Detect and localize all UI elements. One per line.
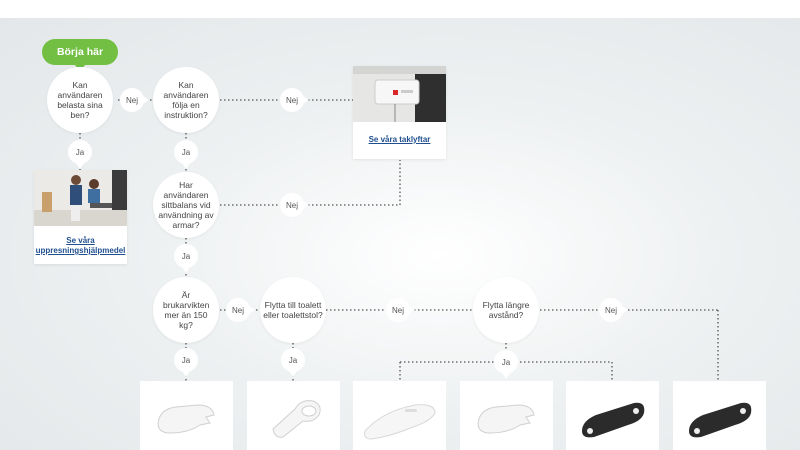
answer-yes-tag: Ja bbox=[68, 140, 92, 169]
question-node-toilet: Flytta till toalett eller toalettstol? bbox=[260, 277, 326, 343]
question-node-distance: Flytta längre avstånd? bbox=[473, 277, 539, 343]
product-card-3[interactable] bbox=[353, 381, 446, 450]
answer-yes-tag: Ja bbox=[174, 244, 198, 273]
product-card-6[interactable] bbox=[673, 381, 766, 450]
answer-yes-tag: Ja bbox=[174, 140, 198, 169]
question-node-instruction: Kan användaren följa en instruktion? bbox=[153, 67, 219, 133]
answer-yes-tag: Ja bbox=[174, 348, 198, 377]
ceiling-lift-photo bbox=[353, 66, 446, 122]
start-badge: Börja här bbox=[42, 39, 118, 71]
board-icon bbox=[477, 404, 535, 434]
standing-aids-card[interactable]: Se våra uppresningshjälpmedel bbox=[34, 170, 127, 264]
answer-yes-tag: Ja bbox=[281, 348, 305, 377]
answer-no-tag: Nej bbox=[226, 298, 255, 322]
product-card-1[interactable] bbox=[140, 381, 233, 450]
answer-no-tag: Nej bbox=[280, 193, 309, 217]
product-card-5[interactable] bbox=[566, 381, 659, 450]
board-icon bbox=[157, 404, 215, 434]
product-card-4[interactable] bbox=[460, 381, 553, 450]
question-node-sitting-balance: Har användaren sittbalans vid användning… bbox=[153, 172, 219, 238]
slide-board-icon bbox=[364, 404, 436, 440]
question-node-weight: Är brukarvikten mer än 150 kg? bbox=[153, 277, 219, 343]
ceiling-lift-link[interactable]: Se våra taklyftar bbox=[368, 135, 431, 144]
answer-no-tag: Nej bbox=[120, 88, 149, 112]
product-card-2[interactable] bbox=[247, 381, 340, 450]
dark-board-icon bbox=[689, 402, 752, 438]
toilet-board-icon bbox=[272, 400, 321, 438]
dark-board-icon bbox=[582, 402, 645, 438]
question-node-legs: Kan användaren belasta sina ben? bbox=[47, 67, 113, 133]
standing-aids-link[interactable]: Se våra uppresningshjälpmedel bbox=[35, 236, 126, 255]
answer-no-tag: Nej bbox=[599, 298, 628, 322]
answer-no-tag: Nej bbox=[280, 88, 309, 112]
answer-no-tag: Nej bbox=[386, 298, 415, 322]
standing-aid-photo bbox=[34, 170, 127, 226]
ceiling-lift-card[interactable]: Se våra taklyftar bbox=[353, 66, 446, 159]
answer-yes-tag: Ja bbox=[494, 350, 518, 379]
